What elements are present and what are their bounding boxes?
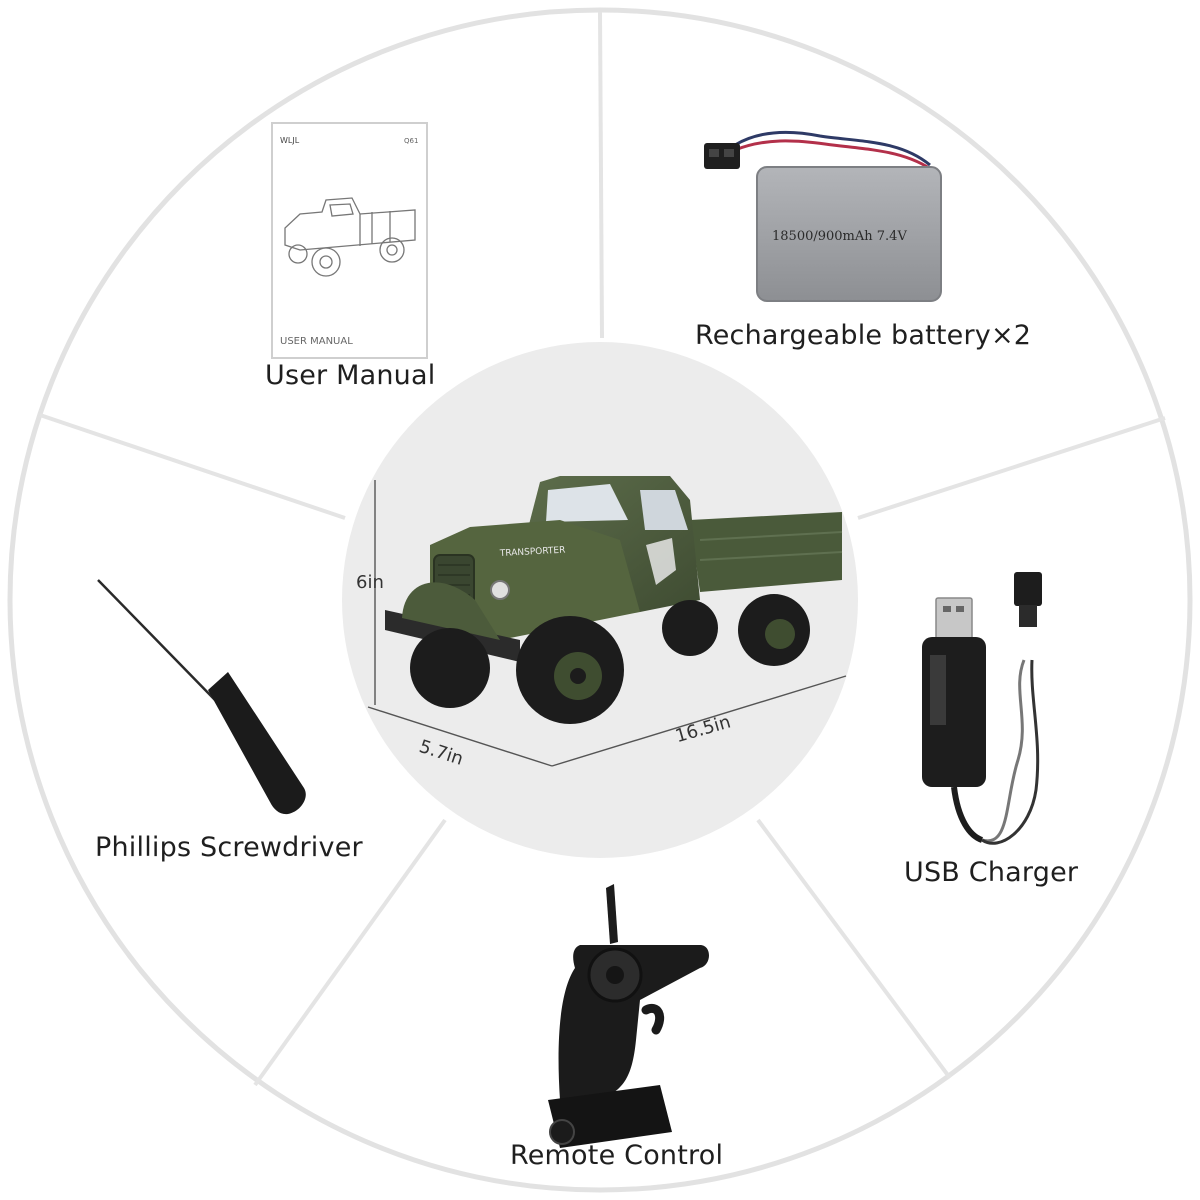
label-remote-control: Remote Control [510,1140,724,1171]
truck-hood-text: TRANSPORTER [499,546,566,559]
manual-brand: WLJL [280,136,300,145]
user-manual-image: WLJL Q61 USER MANUAL [271,122,428,359]
label-usb-charger: USB Charger [904,857,1079,888]
battery-image: 18500/900mAh 7.4V [704,130,942,302]
label-battery: Rechargeable battery×2 [695,320,1032,351]
outer-ring [7,7,1193,1193]
battery-spec-label: 18500/900mAh 7.4V [772,229,907,244]
truck-image: TRANSPORTER [367,476,847,767]
label-user-manual: User Manual [265,360,436,391]
usb-charger-image [922,572,1042,845]
label-screwdriver: Phillips Screwdriver [95,832,363,863]
remote-control-image [548,884,709,1148]
manual-code: Q61 [404,137,418,145]
manual-cover-text: USER MANUAL [280,336,353,347]
divider-lines [39,11,1166,1087]
dimension-height: 6in [356,572,384,593]
screwdriver-image [97,579,306,815]
